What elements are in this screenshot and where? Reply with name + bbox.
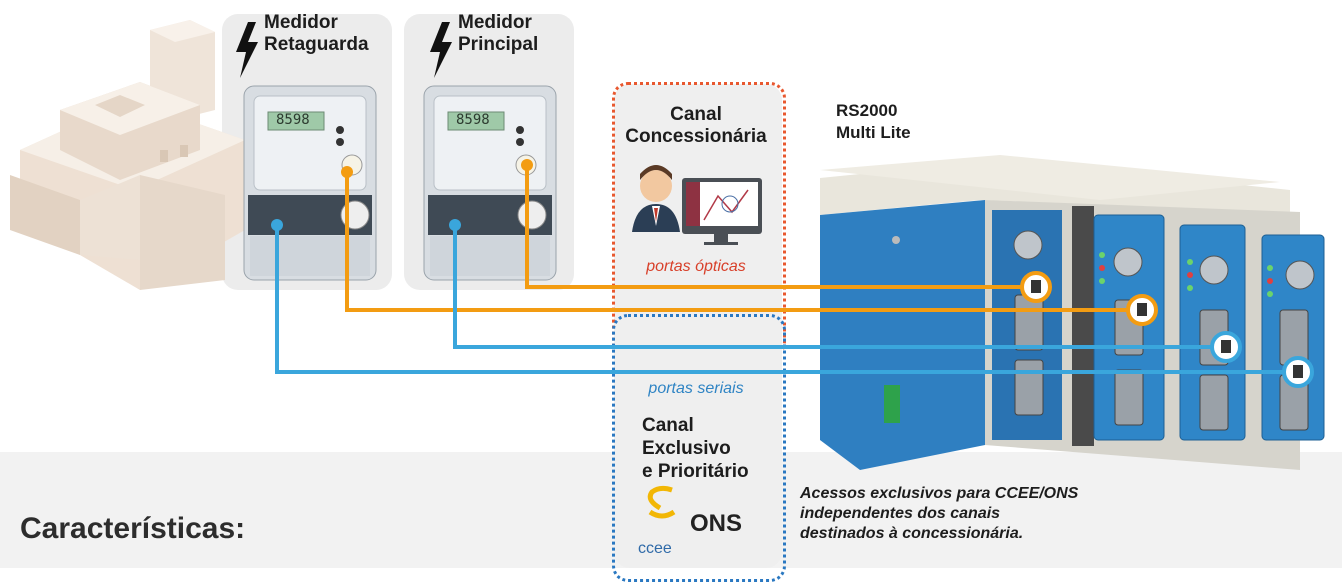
ccee-logo-text: ccee (638, 540, 672, 557)
meter-retaguarda-title: Medidor Retaguarda (264, 12, 369, 56)
exclusive-line3: e Prioritário (642, 461, 749, 482)
monitor-icon (682, 178, 762, 245)
exclusive-line1: Canal (642, 415, 694, 436)
building-illustration (10, 20, 245, 290)
lightning-bolt-icon (236, 22, 258, 78)
meter-display-retaguarda: 8598 (276, 112, 310, 128)
note-line3: destinados à concessionária. (800, 525, 1024, 542)
concessionaria-line2: Concessionária (625, 126, 767, 147)
meter-retaguarda-device (243, 85, 377, 281)
features-heading: Características: (20, 512, 246, 545)
device-line1: RS2000 (836, 101, 898, 120)
operator-icon (632, 165, 680, 232)
concessionaria-line1: Canal (670, 104, 722, 125)
ons-logo-text: ONS (690, 510, 743, 537)
concessionaria-title: Canal Concessionária (616, 104, 776, 148)
meter-principal-line2: Principal (458, 34, 539, 55)
meter-principal-line1: Medidor (458, 12, 532, 33)
diagram-graphics (10, 20, 1325, 519)
optical-port-icon (1126, 294, 1158, 326)
meter-display-principal: 8598 (456, 112, 490, 128)
device-line2: Multi Lite (836, 123, 911, 142)
rs2000-device (820, 155, 1325, 470)
serial-line-principal (453, 225, 1220, 349)
meter-principal-device (423, 85, 557, 281)
note-line2: independentes dos canais (800, 505, 1001, 522)
optical-line-retaguarda (345, 172, 1136, 312)
serial-port-icon (1282, 356, 1314, 388)
serial-port-icon (1210, 331, 1242, 363)
lightning-bolt-icon (430, 22, 452, 78)
exclusive-line2: Exclusivo (642, 438, 731, 459)
serial-line-retaguarda (275, 225, 1295, 374)
exclusive-box-bg (614, 316, 782, 568)
optical-ports-label: portas ópticas (646, 258, 746, 275)
optical-port-icon (1020, 271, 1052, 303)
exclusive-title: Canal Exclusivo e Prioritário (642, 414, 749, 483)
note-line1: Acessos exclusivos para CCEE/ONS (800, 485, 1079, 502)
device-title: RS2000 Multi Lite (836, 100, 911, 144)
meter-retaguarda-line2: Retaguarda (264, 34, 369, 55)
serial-ports-label: portas seriais (648, 380, 744, 397)
ccee-logo-icon (647, 485, 676, 519)
exclusive-access-note: Acessos exclusivos para CCEE/ONS indepen… (800, 484, 1130, 544)
meter-retaguarda-line1: Medidor (264, 12, 338, 33)
optical-line-principal (525, 165, 1030, 289)
meter-principal-title: Medidor Principal (458, 12, 538, 56)
